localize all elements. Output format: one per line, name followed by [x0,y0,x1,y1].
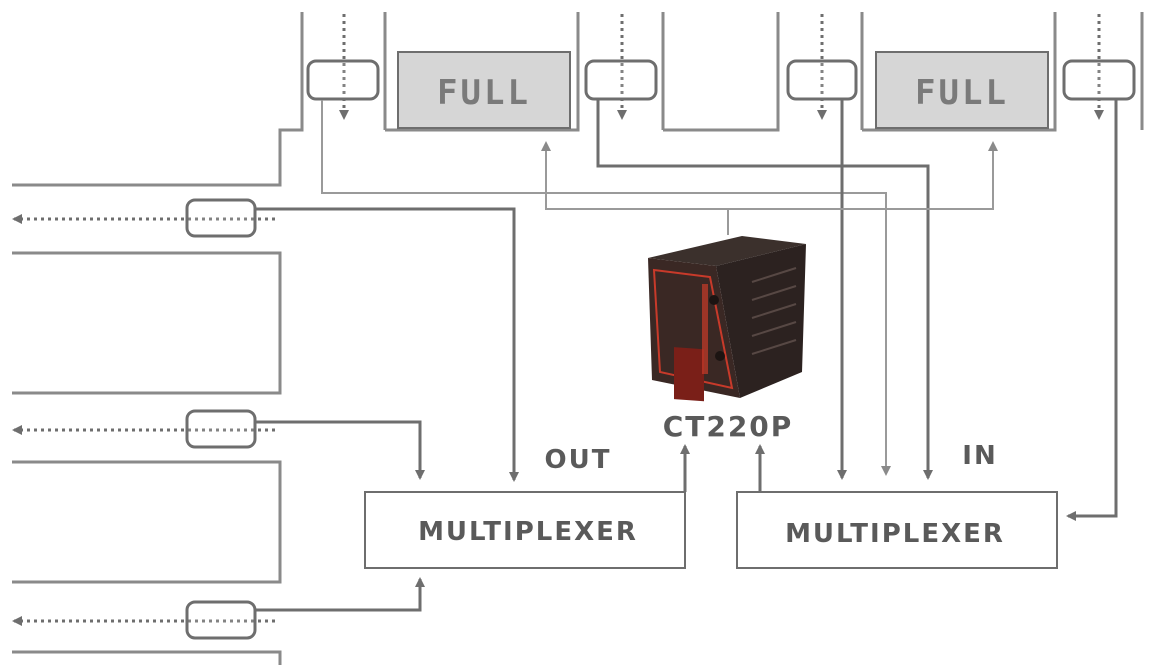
multiplexer-left-label: MULTIPLEXER [418,517,638,547]
sensor-left-1 [12,198,275,238]
device-front-face [648,258,740,398]
out-label: OUT [545,445,612,475]
device-side-vents [751,267,797,355]
sensor-left-2 [12,409,275,449]
sensor-top-2 [584,14,658,120]
full-display-1: FULL [397,51,571,129]
silo-outline-3 [385,12,580,132]
in-label: IN [962,441,997,471]
full-display-1-text: FULL [437,73,531,113]
signal-wires [255,100,1118,612]
device-front-bezel [652,268,734,390]
silo-outline-1 [12,12,304,187]
lane-edge-2 [12,460,282,584]
full-display-2: FULL [875,51,1049,129]
device-top-face [648,236,806,266]
device-button-2 [715,351,725,361]
wire-sensor2-to-right-mux [596,100,933,480]
left-sensors [12,198,275,640]
silo-outline-7 [862,12,1057,132]
wire-left2-to-left-mux [255,420,425,480]
device-button-1 [709,295,719,305]
device-label-stripe [702,284,708,374]
sensor-left-3 [12,600,275,640]
multiplexer-left: MULTIPLEXER [364,491,686,569]
left-lanes [12,251,282,665]
top-sensors [306,14,1136,120]
device-label: CT220P [663,410,794,443]
wire-sensor4-to-right-mux [1066,100,1118,521]
wire-left1-to-left-mux [255,207,519,482]
lane-edge-1 [12,251,282,395]
multiplexer-right: MULTIPLEXER [736,491,1058,569]
silo-outline-5 [663,12,780,132]
wire-left3-to-left-mux [255,577,425,612]
full-display-2-text: FULL [915,73,1009,113]
sensor-top-4 [1062,14,1136,120]
wire-device-to-full-1 [541,141,729,235]
sensor-top-1 [306,14,380,120]
device-display [674,347,704,402]
wire-device-to-full-2 [728,141,998,210]
wire-sensor1-to-left-mux [321,100,891,476]
top-silos [12,12,1144,187]
device-side-face [716,244,806,398]
sensor-top-3 [786,14,858,120]
multiplexer-right-label: MULTIPLEXER [785,519,1005,549]
lane-edge-3 [12,650,282,665]
ct220p-device [648,236,806,402]
